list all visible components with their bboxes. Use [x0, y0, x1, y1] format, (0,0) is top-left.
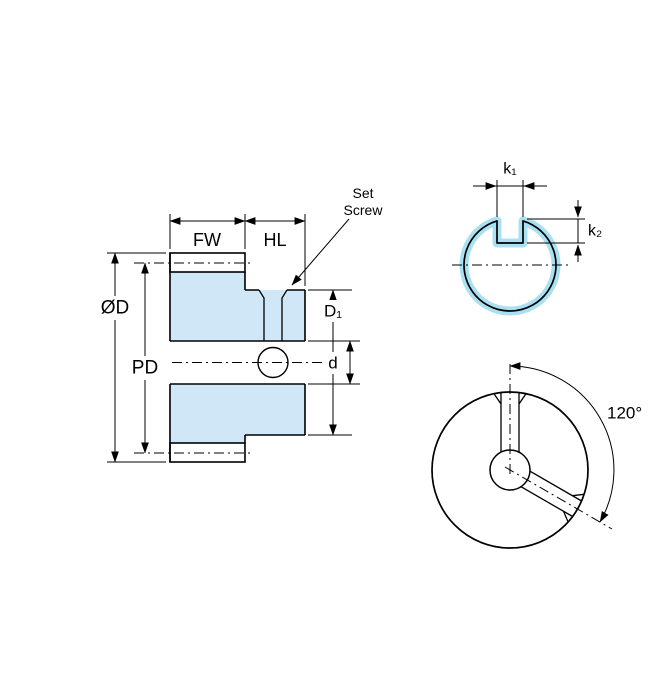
keyway-width-label: k₁ — [503, 161, 516, 178]
set-screw-leader-line — [291, 218, 350, 286]
bore-diameter-label: d — [328, 354, 337, 373]
od-label-bg — [92, 296, 138, 320]
shaft-keyway-outline — [463, 220, 557, 312]
pd-label-bg — [122, 356, 168, 380]
face-width-label: FW — [193, 230, 221, 250]
set-screw-angle-label: 120° — [607, 404, 642, 423]
set-screw-label-line1: Set — [352, 185, 373, 201]
angle-dimension-arc — [509, 362, 615, 523]
pitch-diameter-label: PD — [132, 358, 158, 379]
hub-outline — [245, 289, 306, 436]
d1-label-bg — [315, 300, 351, 322]
section-view: FW HL Set Screw ØD PD D₁ d — [92, 185, 384, 463]
k2-extension-lines — [527, 218, 585, 244]
keyway-detail-view: k₁ k₂ — [452, 161, 602, 316]
d-label-bg — [324, 352, 343, 374]
set-screw-label-line2: Screw — [344, 202, 384, 218]
outside-diameter-label: ØD — [101, 298, 130, 319]
front-view: 120° — [431, 362, 642, 549]
set-screw-hole-outline — [258, 289, 288, 341]
hub-length-label: HL — [263, 230, 286, 250]
keyway-depth-label: k₂ — [588, 223, 602, 240]
hub-diameter-label: D₁ — [324, 302, 342, 321]
